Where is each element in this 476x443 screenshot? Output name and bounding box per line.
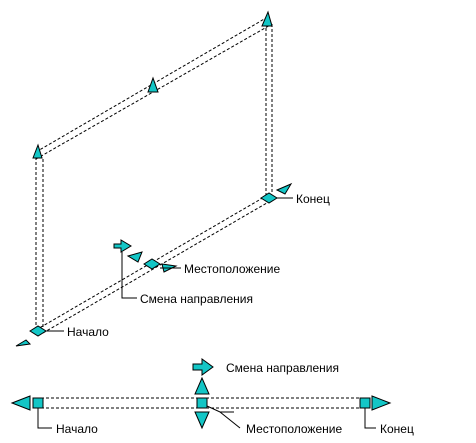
flip-label: Смена направления xyxy=(140,292,253,306)
plan-view: Начало Конец Местоположение Смена направ… xyxy=(10,358,414,436)
direction-cone-icon[interactable] xyxy=(32,143,43,159)
end-stretch-arrow-icon[interactable] xyxy=(371,395,392,411)
left-riser xyxy=(35,152,44,330)
end-diamond-grip-icon[interactable] xyxy=(260,192,278,204)
start-stretch-arrow-icon[interactable] xyxy=(15,339,32,347)
start-label: Начало xyxy=(56,422,98,436)
end-leader-line xyxy=(364,408,376,429)
end-label: Конец xyxy=(380,422,414,436)
direction-cone-icon[interactable] xyxy=(147,76,159,93)
flip-leader-line xyxy=(121,252,137,299)
bottom-duct-segment xyxy=(35,195,273,334)
flip-arrow-icon[interactable] xyxy=(192,358,214,376)
direction-cone-icon[interactable] xyxy=(261,10,273,27)
start-square-grip-icon[interactable] xyxy=(32,397,44,409)
isometric-view: Конец Местоположение Смена направления Н… xyxy=(15,10,330,347)
location-label: Местоположение xyxy=(184,262,280,276)
location-leader-line xyxy=(206,405,234,413)
end-square-grip-icon[interactable] xyxy=(359,397,371,409)
start-leader-line xyxy=(37,408,52,429)
end-stretch-arrow-icon[interactable] xyxy=(275,182,293,195)
flip-arrow-icon[interactable] xyxy=(113,239,132,253)
location-label: Местоположение xyxy=(246,422,342,436)
location-diamond-grip-icon[interactable] xyxy=(143,258,161,270)
start-stretch-arrow-icon[interactable] xyxy=(10,395,31,411)
end-label: Конец xyxy=(296,192,330,206)
location-stretch-arrow-up-icon[interactable] xyxy=(194,376,210,395)
right-riser xyxy=(265,18,273,196)
flip-label: Смена направления xyxy=(226,361,339,375)
location-leader-line-2 xyxy=(219,411,241,429)
start-label: Начало xyxy=(67,325,109,339)
start-diamond-grip-icon[interactable] xyxy=(29,325,47,337)
location-stretch-arrow-left-icon[interactable] xyxy=(126,251,143,263)
location-square-grip-icon[interactable] xyxy=(196,397,208,409)
location-stretch-arrow-down-icon[interactable] xyxy=(194,411,210,430)
